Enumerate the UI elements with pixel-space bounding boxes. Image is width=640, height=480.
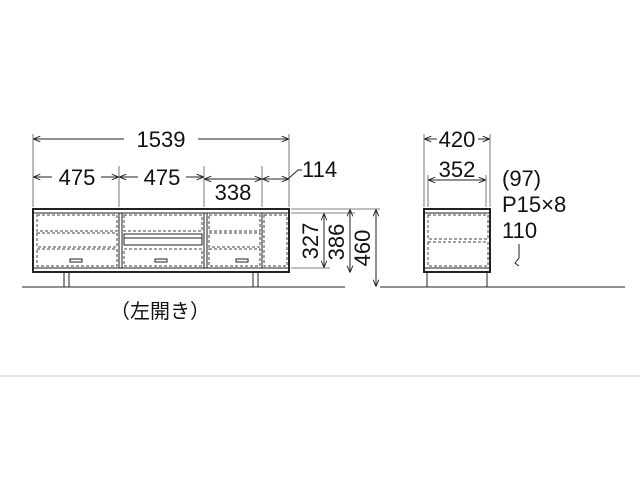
dim-side-gap: 114: [302, 157, 337, 182]
side-view: 420 352 (97) P15×8 110: [380, 127, 625, 288]
dim-total-width: 1539: [137, 127, 186, 152]
dim-right-section: 338: [215, 180, 252, 205]
side-base: [426, 271, 488, 288]
left-upper-door: [36, 214, 118, 232]
door-direction-caption: （左開き）: [110, 299, 210, 323]
center-upper-door: [123, 214, 203, 232]
center-open-shelf: [123, 233, 203, 246]
right-upper-door: [208, 214, 261, 232]
dim-depth-total: 420: [439, 127, 476, 152]
cabinet-outline: [32, 208, 290, 273]
dim-height-460: 460: [350, 230, 375, 267]
tv-board-side: [423, 208, 491, 288]
side-section-upper: [427, 214, 489, 240]
leader-line: [514, 244, 520, 267]
dim-height-386: 386: [324, 224, 349, 261]
left-lower-drawer: [36, 248, 118, 267]
note-97: (97): [502, 166, 541, 191]
front-view: 1539 475 475 338 114 327 386 460 （左開き）: [22, 127, 380, 323]
side-open-shelf: [263, 214, 288, 267]
side-section-lower: [427, 241, 489, 267]
drawer-handle: [154, 258, 168, 263]
tv-board-front: [32, 208, 290, 288]
note-shelf-pitch: P15×8: [502, 192, 566, 217]
center-lower-drawer: [123, 248, 203, 267]
dim-center-section: 475: [144, 165, 181, 190]
right-lower-drawer: [208, 248, 261, 267]
left-middle-door: [36, 232, 118, 248]
right-middle-door: [208, 232, 261, 248]
drawer-handle: [69, 258, 83, 263]
dim-height-327: 327: [298, 223, 323, 260]
drawer-handle: [235, 258, 249, 263]
dim-left-section: 475: [59, 165, 96, 190]
leg-right: [252, 271, 259, 288]
note-110: 110: [502, 218, 537, 243]
side-outline: [423, 208, 491, 273]
leg-left: [63, 271, 70, 288]
dim-depth-inner: 352: [439, 157, 476, 182]
